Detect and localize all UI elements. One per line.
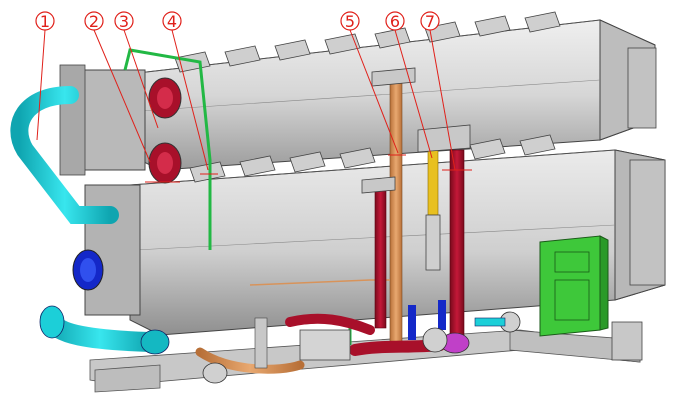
control-box: [539, 235, 609, 337]
callout-1: 1: [35, 11, 55, 31]
callout-2-label: 2: [89, 12, 99, 31]
callout-3-label: 3: [119, 12, 129, 31]
lower-brackets: [189, 134, 556, 183]
callout-leaders: [36, 29, 472, 183]
callout-3: 3: [114, 11, 134, 31]
callout-4-label: 4: [167, 12, 177, 31]
callout-7: 7: [420, 11, 440, 31]
base-frame: [89, 329, 641, 393]
callout-1-label: 1: [40, 12, 50, 31]
yellow-pipe: [417, 124, 471, 271]
callout-5-label: 5: [345, 12, 355, 31]
orange-pipe: [195, 67, 416, 374]
callout-7-label: 7: [425, 12, 435, 31]
red-pipes: [285, 149, 465, 356]
blue-flange: [72, 249, 104, 291]
callout-4: 4: [162, 11, 182, 31]
junction-box: [611, 321, 643, 361]
right-end-plates: [627, 47, 666, 286]
cyan-pipe: [10, 86, 170, 355]
callout-6-label: 6: [390, 12, 400, 31]
red-flanges: [148, 77, 182, 184]
callout-2: 2: [84, 11, 104, 31]
lower-piping-frame: [254, 317, 351, 369]
callout-5: 5: [340, 11, 360, 31]
callout-6: 6: [385, 11, 405, 31]
blue-pipes: [408, 300, 446, 340]
pumps: [202, 311, 521, 384]
